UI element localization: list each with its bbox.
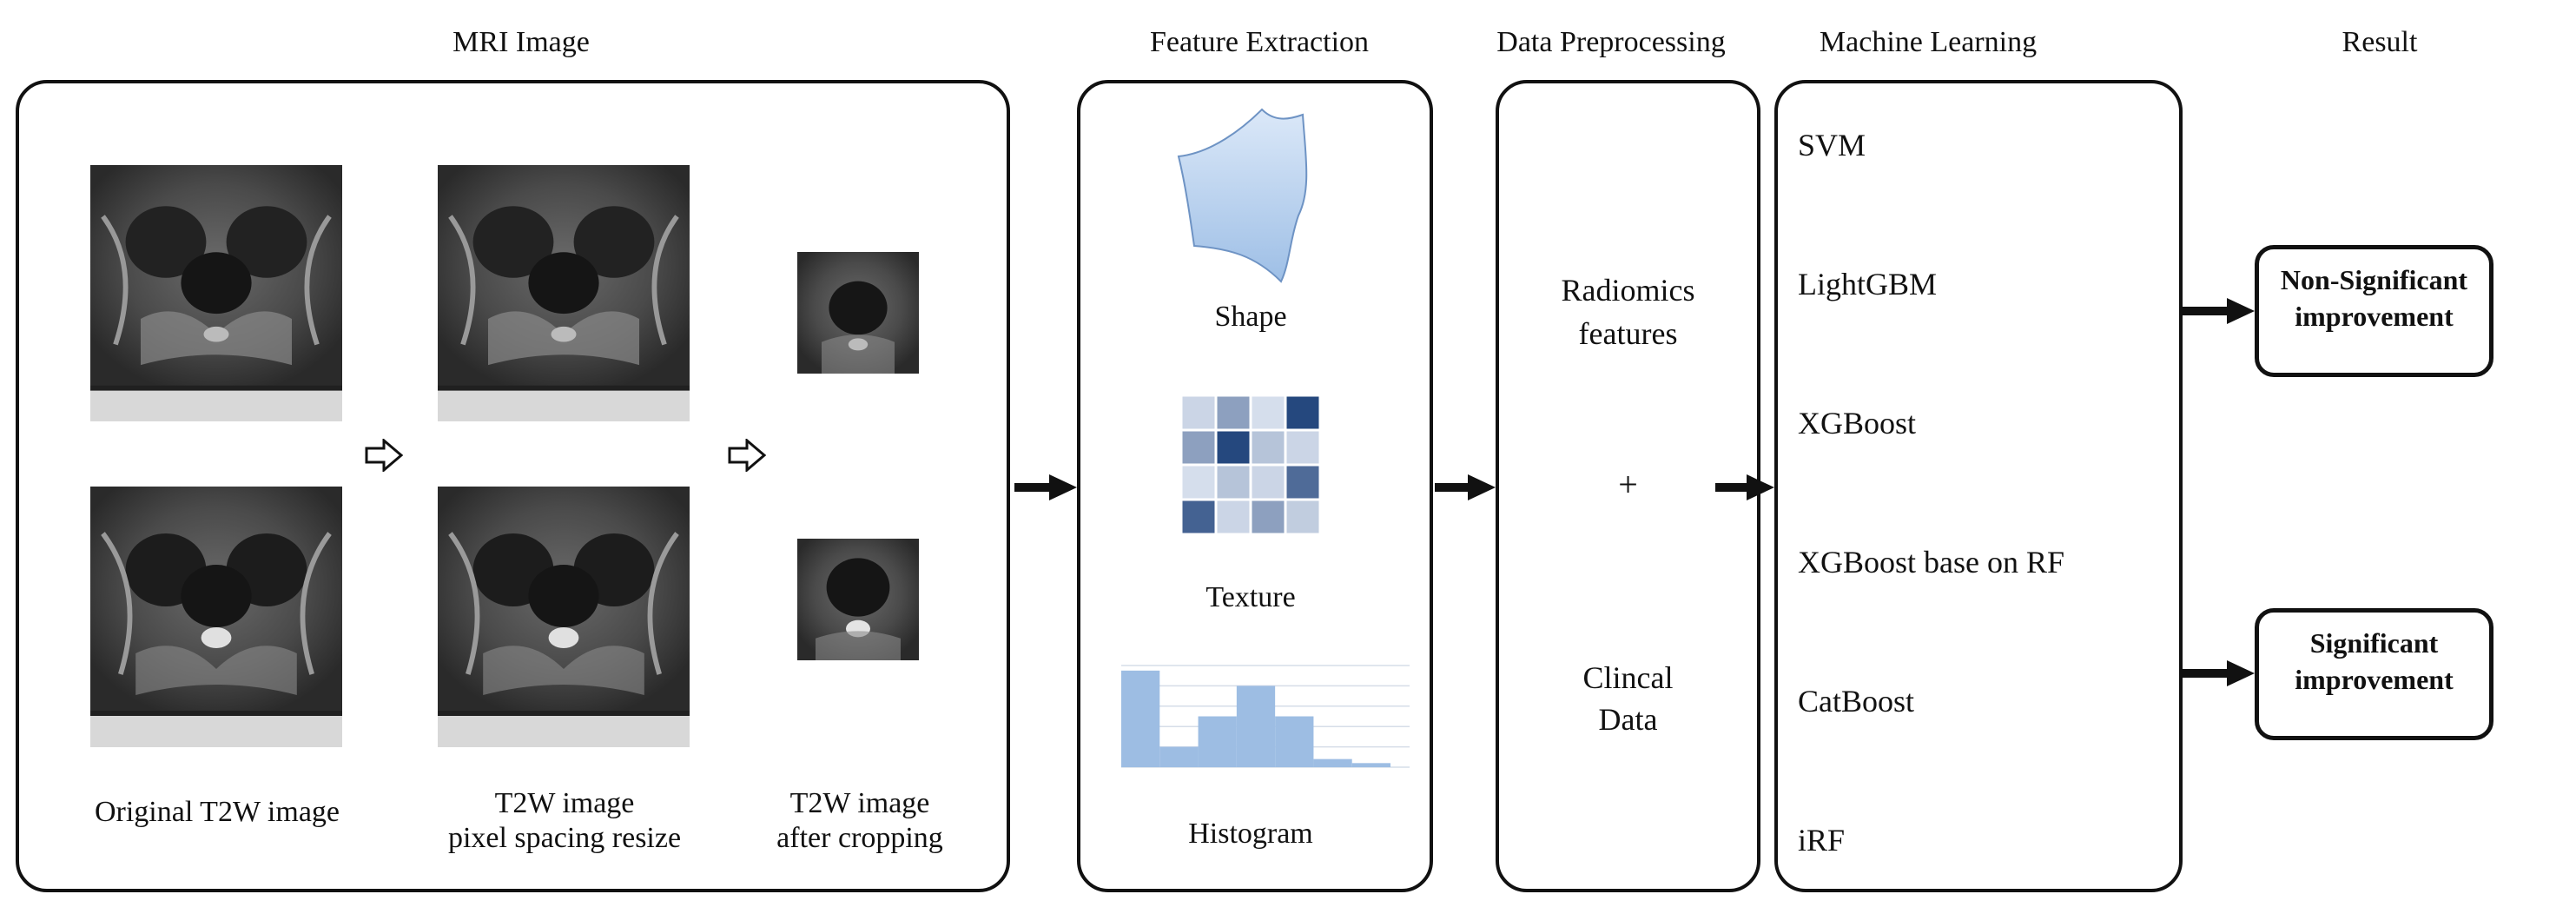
histogram-icon: [1121, 665, 1410, 768]
mri-cropped-bottom-image: [797, 539, 919, 660]
texture-cell: [1182, 396, 1215, 429]
radiomics-line1: Radiomics: [1561, 273, 1695, 308]
ml-model-irf: iRF: [1798, 823, 1846, 858]
crop-caption-line2: after cropping: [776, 822, 943, 854]
radiomics-line2: features: [1578, 316, 1678, 351]
plus-sign: +: [1618, 465, 1638, 504]
histogram-bar: [1313, 758, 1352, 767]
hollow-arrow-icon: [728, 439, 766, 472]
machine-learning-panel: [1774, 80, 2183, 892]
original-t2w-caption: Original T2W image: [94, 796, 340, 828]
hollow-arrow-icon: [365, 439, 403, 472]
mri-cropped-top-image: [797, 252, 919, 374]
arrow-features-to-preprocessing-icon: [1435, 474, 1496, 500]
header-result: Result: [2342, 26, 2418, 58]
mri-original-top-image: [90, 165, 342, 421]
ml-model-xgboost-rf: XGBoost base on RF: [1798, 545, 2065, 580]
texture-matrix-icon: [1182, 396, 1319, 533]
ml-model-catboost: CatBoost: [1798, 684, 1915, 719]
header-feature-extraction: Feature Extraction: [1149, 26, 1370, 58]
histogram-label: Histogram: [1188, 818, 1313, 850]
texture-cell: [1182, 466, 1215, 499]
shape-icon: [1177, 108, 1308, 283]
texture-cell: [1286, 466, 1319, 499]
significant-result-box: Significant improvement: [2255, 608, 2493, 740]
header-mri-image: MRI Image: [452, 26, 590, 58]
arrow-preprocessing-to-ml-icon: [1715, 474, 1774, 500]
crop-caption-line1: T2W image: [789, 787, 930, 819]
ml-model-svm: SVM: [1798, 128, 1866, 162]
clinical-line1: Clincal: [1582, 660, 1674, 695]
texture-label: Texture: [1205, 581, 1296, 613]
texture-cell: [1217, 431, 1250, 464]
non-significant-result-box: Non-Significant improvement: [2255, 245, 2493, 377]
histogram-bar: [1121, 670, 1160, 767]
resize-caption-line2: pixel spacing resize: [447, 822, 682, 854]
arrow-ml-to-significant-icon: [2183, 660, 2255, 686]
ml-model-xgboost: XGBoost: [1798, 406, 1917, 440]
histogram-bar: [1351, 763, 1390, 767]
arrow-ml-to-non-significant-icon: [2183, 298, 2255, 324]
header-machine-learning: Machine Learning: [1819, 26, 2038, 58]
mri-resized-top-image: [438, 165, 690, 421]
texture-cell: [1286, 500, 1319, 533]
histogram-bar: [1159, 746, 1199, 767]
texture-cell: [1182, 431, 1215, 464]
significant-line2: improvement: [2295, 664, 2454, 695]
non-significant-line1: Non-Significant: [2280, 264, 2468, 295]
significant-line1: Significant: [2309, 627, 2439, 659]
resize-caption-line1: T2W image: [494, 787, 635, 819]
arrow-mri-to-features-icon: [1014, 474, 1077, 500]
histogram-bar: [1275, 716, 1314, 767]
texture-cell: [1252, 466, 1285, 499]
texture-cell: [1182, 500, 1215, 533]
texture-cell: [1286, 396, 1319, 429]
header-data-preprocessing: Data Preprocessing: [1496, 26, 1726, 58]
mri-resized-bottom-image: [438, 487, 690, 747]
histogram-bar: [1198, 716, 1237, 767]
texture-cell: [1217, 500, 1250, 533]
texture-cell: [1252, 431, 1285, 464]
ml-model-lightgbm: LightGBM: [1798, 267, 1938, 301]
histogram-bar: [1236, 686, 1276, 767]
texture-cell: [1252, 396, 1285, 429]
non-significant-line2: improvement: [2295, 301, 2454, 332]
texture-cell: [1286, 431, 1319, 464]
shape-label: Shape: [1214, 301, 1287, 333]
texture-cell: [1217, 396, 1250, 429]
texture-cell: [1252, 500, 1285, 533]
mri-original-bottom-image: [90, 487, 342, 747]
clinical-line2: Data: [1598, 702, 1658, 737]
texture-cell: [1217, 466, 1250, 499]
